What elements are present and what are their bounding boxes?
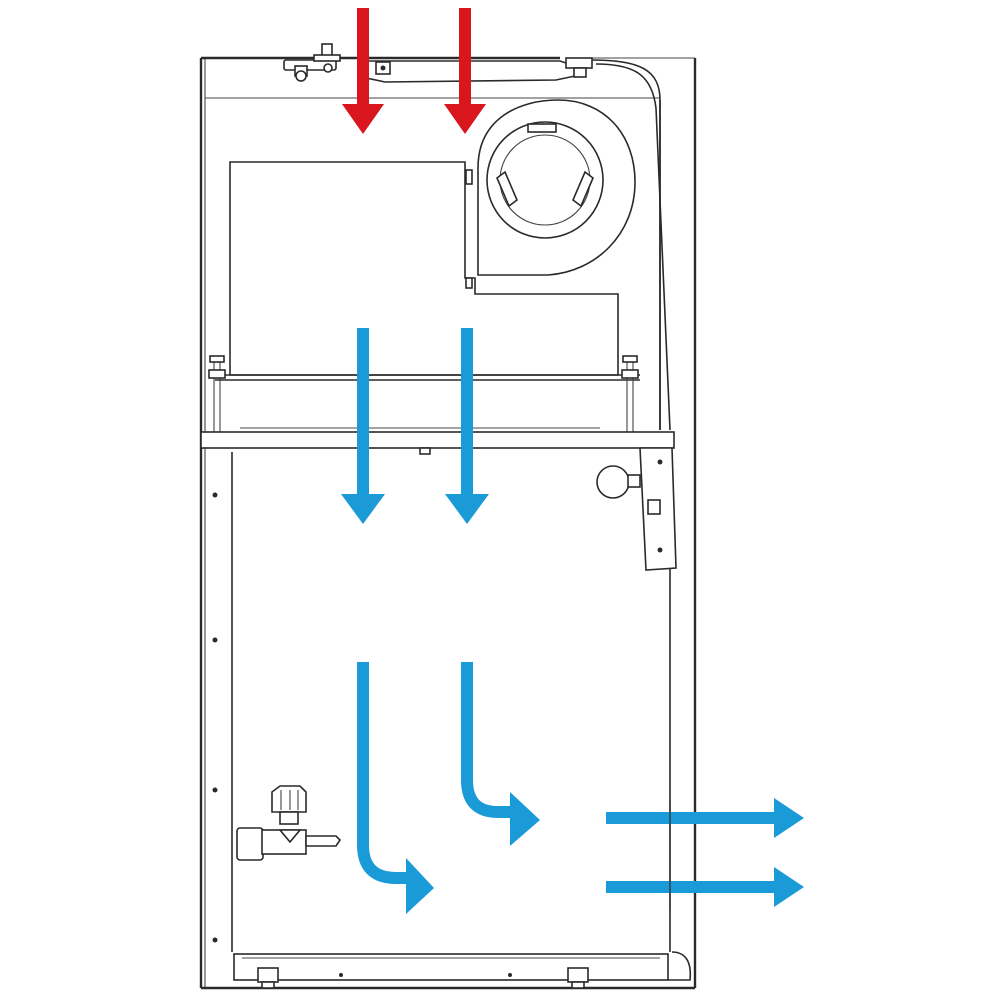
top-hardware — [283, 43, 341, 82]
intake-arrow-right — [444, 8, 486, 134]
support-frame — [200, 355, 675, 455]
base-tray — [233, 951, 692, 989]
front-sash — [591, 59, 671, 431]
filter-housing — [229, 161, 619, 376]
downflow-arrow-lower-left — [357, 662, 434, 914]
downflow-arrow-upper-right — [445, 328, 489, 524]
cabinet-body — [199, 56, 697, 990]
intake-arrow-left — [342, 8, 384, 134]
exhaust-arrow-upper — [606, 798, 804, 838]
top-hinge-rail — [365, 57, 593, 83]
work-zone — [212, 452, 671, 952]
blower-fan — [477, 99, 636, 276]
exhaust-arrow-lower — [606, 867, 804, 907]
airflow-arrows — [341, 8, 804, 914]
sash-lock — [596, 447, 677, 571]
downflow-arrow-upper-left — [341, 328, 385, 524]
downflow-arrow-lower-right — [461, 662, 540, 846]
gas-valve — [236, 785, 342, 861]
